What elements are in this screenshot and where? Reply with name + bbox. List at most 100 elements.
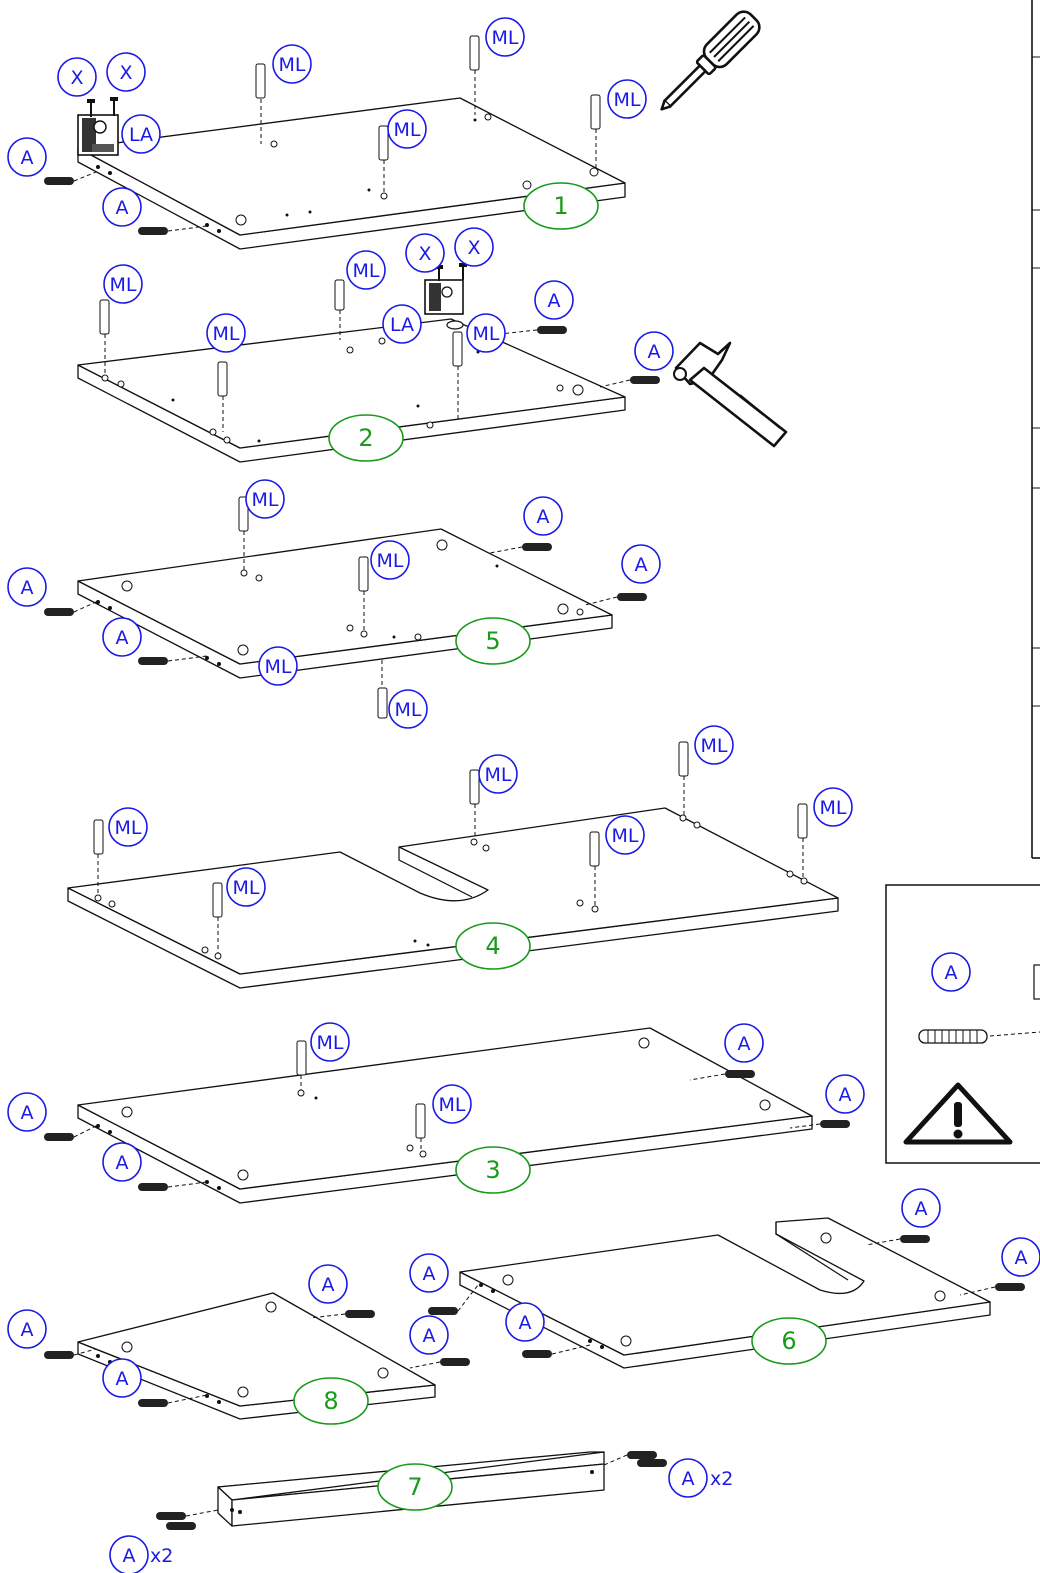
- callouts: X X LA A A ML ML ML ML X X LA ML ML ML M…: [7, 17, 1040, 1573]
- svg-text:ML: ML: [485, 764, 512, 786]
- svg-text:ML: ML: [279, 54, 306, 76]
- svg-text:ML: ML: [233, 877, 260, 899]
- svg-text:2: 2: [358, 424, 373, 452]
- callout-la-1: LA: [121, 114, 161, 154]
- svg-text:A: A: [116, 1368, 129, 1390]
- svg-text:3: 3: [485, 1156, 500, 1184]
- legend-dowel: [918, 1029, 1040, 1044]
- svg-text:A: A: [116, 1152, 129, 1174]
- callout-a-5c: A: [7, 567, 47, 607]
- callout-ml-5d: ML: [388, 689, 428, 729]
- callout-a-5b: A: [621, 544, 661, 584]
- callout-ml-5b: ML: [370, 540, 410, 580]
- svg-text:ML: ML: [395, 699, 422, 721]
- qty-label-right: x2: [710, 1468, 733, 1490]
- svg-text:ML: ML: [317, 1032, 344, 1054]
- callout-a-8d: A: [102, 1358, 142, 1398]
- callout-ml-2d: ML: [466, 313, 506, 353]
- screwdriver-icon: [660, 10, 761, 111]
- svg-text:ML: ML: [265, 656, 292, 678]
- callout-la-2: LA: [382, 304, 422, 344]
- part-label-6: 6: [751, 1317, 827, 1365]
- svg-text:A: A: [915, 1198, 928, 1220]
- svg-text:A: A: [21, 1102, 34, 1124]
- svg-text:6: 6: [781, 1327, 796, 1355]
- callout-ml-2b: ML: [346, 250, 386, 290]
- callout-ml-3b: ML: [432, 1084, 472, 1124]
- svg-text:X: X: [418, 243, 431, 265]
- svg-text:5: 5: [485, 627, 500, 655]
- svg-text:A: A: [116, 197, 129, 219]
- callout-ml-4e: ML: [605, 815, 645, 855]
- callout-ml-5c: ML: [258, 646, 298, 686]
- panel-1: [44, 35, 626, 250]
- callout-a-6a: A: [409, 1253, 449, 1293]
- callout-a-7a: A: [668, 1458, 708, 1498]
- svg-text:ML: ML: [377, 550, 404, 572]
- svg-text:X: X: [467, 237, 480, 259]
- svg-text:X: X: [119, 62, 132, 84]
- callout-a-8c: A: [7, 1309, 47, 1349]
- svg-text:ML: ML: [353, 260, 380, 282]
- svg-text:4: 4: [485, 932, 500, 960]
- svg-text:ML: ML: [614, 89, 641, 111]
- part-label-1: 1: [523, 182, 599, 230]
- panel-4: [67, 741, 839, 989]
- callout-ml-4b: ML: [694, 725, 734, 765]
- callout-ml-2c: ML: [206, 313, 246, 353]
- callout-ml-4f: ML: [226, 867, 266, 907]
- part-label-7: 7: [377, 1463, 453, 1511]
- svg-text:X: X: [70, 67, 83, 89]
- svg-text:A: A: [116, 627, 129, 649]
- svg-text:A: A: [21, 1319, 34, 1341]
- part-label-4: 4: [455, 922, 531, 970]
- svg-text:A: A: [548, 290, 561, 312]
- svg-text:A: A: [21, 147, 34, 169]
- part-label-2: 2: [328, 414, 404, 462]
- callout-a-2a: A: [534, 280, 574, 320]
- callout-a-3c: A: [7, 1092, 47, 1132]
- callout-a-6c: A: [901, 1188, 941, 1228]
- callout-a-3a: A: [724, 1023, 764, 1063]
- svg-text:A: A: [519, 1312, 532, 1334]
- callout-a-8b: A: [409, 1315, 449, 1355]
- svg-text:A: A: [682, 1468, 695, 1490]
- svg-text:A: A: [945, 962, 958, 984]
- callout-ml-1a: ML: [272, 44, 312, 84]
- parts-table-frame: [1031, 0, 1040, 859]
- callout-a-7b: A: [109, 1535, 149, 1573]
- callout-ml-1c: ML: [387, 109, 427, 149]
- callout-a-6d: A: [1001, 1237, 1040, 1277]
- hammer-icon: [673, 341, 788, 448]
- svg-text:A: A: [322, 1274, 335, 1296]
- svg-text:ML: ML: [252, 489, 279, 511]
- panel-8: [44, 1292, 470, 1420]
- svg-text:1: 1: [553, 192, 568, 220]
- callout-a-1a: A: [7, 137, 47, 177]
- callout-a-5d: A: [102, 617, 142, 657]
- svg-text:A: A: [423, 1325, 436, 1347]
- svg-text:A: A: [423, 1263, 436, 1285]
- svg-text:A: A: [635, 554, 648, 576]
- svg-text:7: 7: [407, 1473, 422, 1501]
- legend-box: A: [885, 884, 1040, 1164]
- svg-text:A: A: [648, 341, 661, 363]
- callout-x-1b: X: [106, 52, 146, 92]
- callout-ml-3a: ML: [310, 1022, 350, 1062]
- svg-text:ML: ML: [612, 825, 639, 847]
- svg-text:ML: ML: [701, 735, 728, 757]
- callout-ml-4c: ML: [813, 787, 853, 827]
- svg-text:A: A: [21, 577, 34, 599]
- svg-text:ML: ML: [492, 27, 519, 49]
- legend-callout-dowel: A: [931, 952, 971, 992]
- svg-text:ML: ML: [439, 1094, 466, 1116]
- callout-a-8a: A: [308, 1264, 348, 1304]
- callout-a-3b: A: [825, 1074, 865, 1114]
- svg-text:ML: ML: [820, 797, 847, 819]
- callout-ml-1d: ML: [607, 79, 647, 119]
- svg-text:LA: LA: [390, 314, 414, 336]
- callout-ml-2a: ML: [103, 264, 143, 304]
- callout-a-2b: A: [634, 331, 674, 371]
- svg-text:ML: ML: [110, 274, 137, 296]
- callout-a-5a: A: [523, 496, 563, 536]
